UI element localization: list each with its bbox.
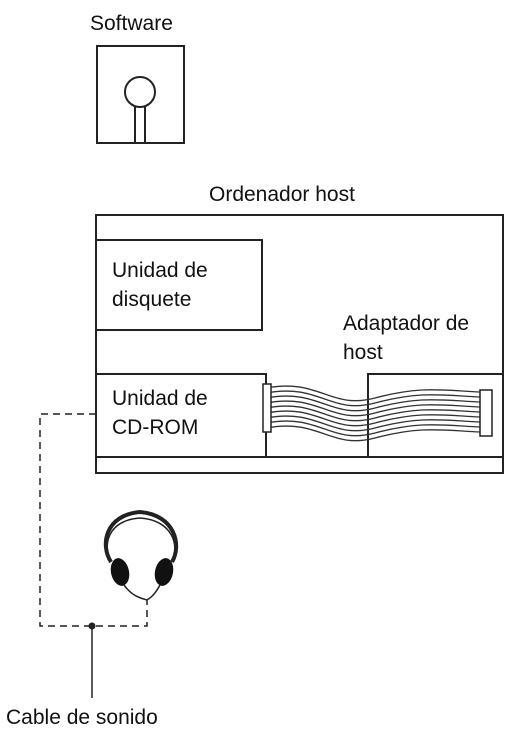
host-adapter-label-line2: host <box>343 341 383 364</box>
audio-cable-label: Cable de sonido <box>6 706 158 729</box>
audio-cable-dashed <box>39 413 148 627</box>
cdrom-drive-label-line2: CD-ROM <box>112 416 199 439</box>
floppy-drive-box <box>95 239 263 331</box>
host-adapter-label-line1: Adaptador de <box>343 312 470 335</box>
cdrom-drive-box <box>95 373 267 458</box>
ribbon-connector-cdrom <box>262 383 272 433</box>
cdrom-drive-label-line1: Unidad de <box>112 387 208 410</box>
floppy-drive-label-line2: disquete <box>112 288 192 311</box>
audio-cable-junction-dot <box>88 622 96 630</box>
software-floppy-icon <box>96 45 185 144</box>
ribbon-cable <box>265 385 481 442</box>
host-computer-box <box>95 214 504 474</box>
host-computer-label: Ordenador host <box>209 183 355 206</box>
software-label: Software <box>90 12 173 35</box>
headphones-icon <box>103 509 179 601</box>
floppy-drive-label-line1: Unidad de <box>112 259 208 282</box>
ribbon-connector-adapter <box>479 389 493 437</box>
